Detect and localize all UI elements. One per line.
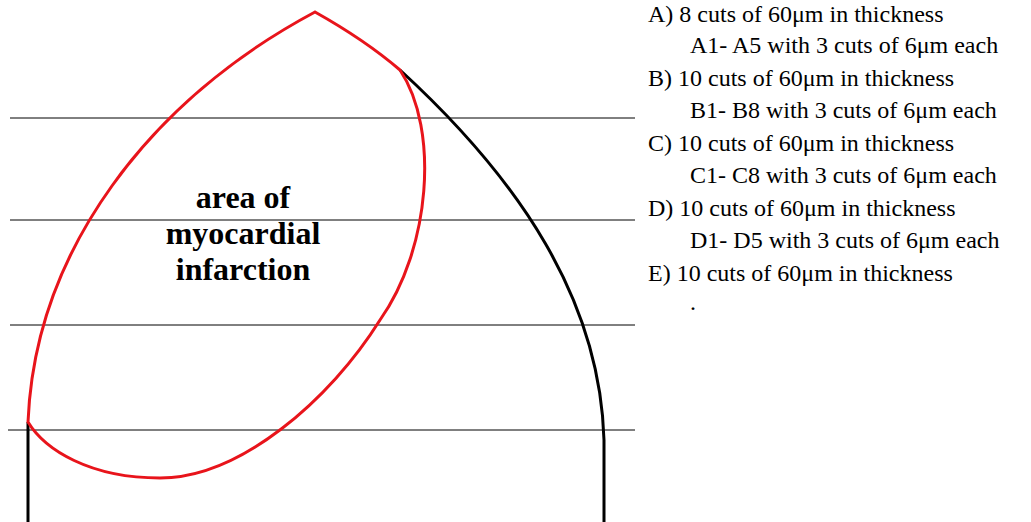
section-line (8, 430, 635, 431)
cut-description: E) 10 cuts of 60μm in thickness (648, 259, 953, 287)
cut-description: C) 10 cuts of 60μm in thickness (648, 129, 954, 157)
section-line (10, 220, 635, 221)
infarction-outline (28, 12, 425, 478)
section-line (10, 118, 635, 119)
cut-description: A) 8 cuts of 60μm in thickness (648, 0, 944, 28)
cut-description: D) 10 cuts of 60μm in thickness (648, 194, 956, 222)
cut-description: C1- C8 with 3 cuts of 6μm each (690, 161, 997, 189)
region-label-box: area of myocardial infarction (153, 179, 333, 287)
heart-wall (400, 70, 604, 522)
cut-description: D1- D5 with 3 cuts of 6μm each (690, 226, 999, 254)
region-label: area of myocardial infarction (166, 179, 321, 287)
infarction-region: area of myocardial infarction (20, 6, 440, 486)
cut-description: . (690, 288, 696, 316)
heart-wall (27, 422, 30, 522)
cut-description: A1- A5 with 3 cuts of 6μm each (690, 31, 998, 59)
cut-description: B) 10 cuts of 60μm in thickness (648, 64, 954, 92)
section-line (10, 325, 635, 326)
cut-description: B1- B8 with 3 cuts of 6μm each (690, 96, 997, 124)
